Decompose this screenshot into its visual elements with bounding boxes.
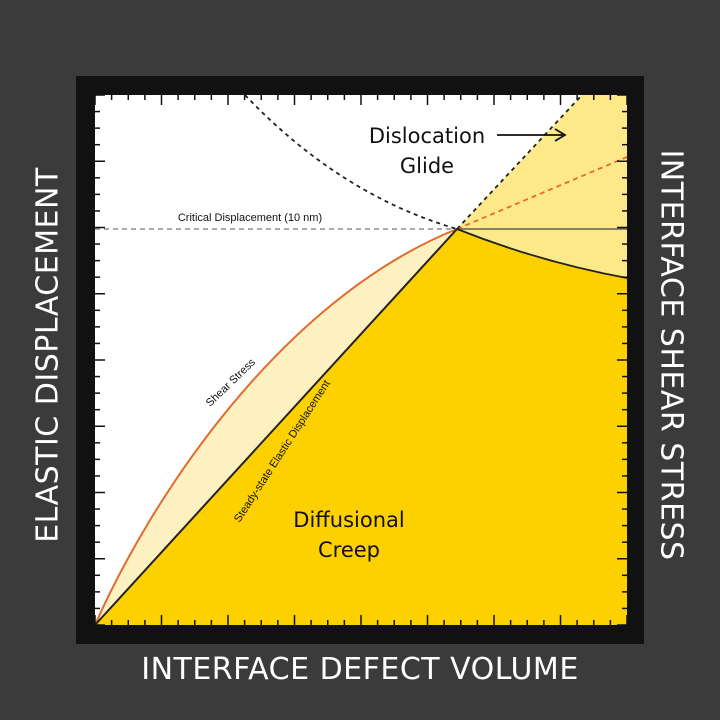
dislocation-glide-region: [457, 95, 627, 229]
tick-marks: [94, 94, 628, 626]
creep-boundary-curve: [456, 228, 628, 279]
dislocation-boundary-curve: [244, 94, 458, 230]
y-axis-left-label: ELASTIC DISPLACEMENT: [30, 167, 66, 543]
x-axis-label: INTERFACE DEFECT VOLUME: [141, 652, 579, 687]
critical-displacement-label: Critical Displacement (10 nm): [178, 212, 322, 224]
shear-stress-extension: [456, 156, 628, 230]
creep-label-line2: Creep: [318, 538, 380, 562]
dislocation-label-line1: Dislocation: [369, 124, 485, 148]
diffusional-creep-region: [95, 229, 627, 625]
shear-stress-curve: [94, 228, 458, 626]
creep-label-line1: Diffusional: [293, 508, 404, 532]
steady-state-extension: [456, 94, 583, 230]
dislocation-label-line2: Glide: [400, 154, 454, 178]
steady-state-line: [94, 228, 458, 626]
arrow-head-icon: [554, 128, 567, 142]
y-axis-right-label: INTERFACE SHEAR STRESS: [653, 149, 689, 561]
transition-region: [457, 229, 627, 278]
